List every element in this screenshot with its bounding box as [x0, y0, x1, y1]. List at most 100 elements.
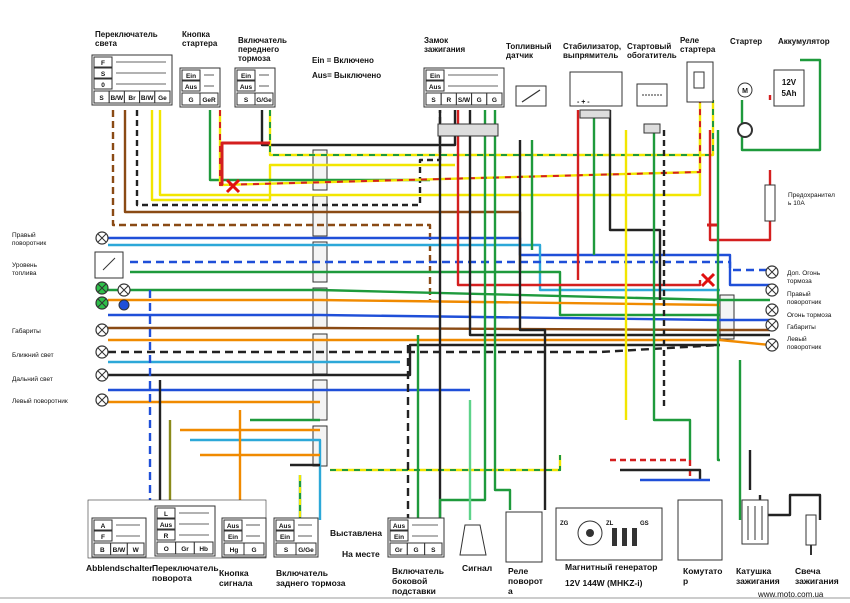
light-switch-row-mark: F: [101, 60, 105, 67]
side-stand-switch-label: Включатель боковой подставки: [392, 566, 445, 596]
yellow-red-run: [218, 100, 702, 187]
horn-button-col-cell: [243, 542, 265, 556]
horn-label: Сигнал: [462, 563, 493, 573]
fault-marker-x: [225, 178, 241, 194]
brown-run: [111, 110, 432, 300]
light-switch-label: Переключатель света: [95, 30, 158, 48]
choke-label: Стартовый обогатитель: [627, 42, 677, 60]
indicator-lamp: [117, 283, 131, 297]
green-ign-2: [493, 110, 512, 510]
yellow-light-run: [150, 110, 455, 202]
ignition-lock-col-mark: S: [431, 97, 436, 104]
starter-terminal-icon: [737, 122, 753, 138]
fuse-label: Предохранител ь 10А: [788, 192, 835, 207]
rear-position-label: Габариты: [787, 324, 816, 331]
ignition-lock-row-cell: [425, 80, 445, 92]
fuel-gauge-needle: [102, 257, 116, 271]
generator-box: [555, 507, 663, 561]
rear-right-turn-lamp: [765, 283, 779, 297]
spark-plug-body: [805, 514, 817, 546]
rear-right-turn-label: Правый поворотник: [787, 291, 822, 306]
low-beam-lamp: [95, 345, 109, 359]
relay-coil-icon: [693, 71, 705, 89]
rear-brake-switch-col-cell: [295, 542, 317, 556]
turn-switch-col-cell: [193, 541, 214, 555]
stator-coil: [632, 528, 637, 546]
left-right-turn-lamp: [95, 231, 109, 245]
battery-capacity: 5Ah: [781, 89, 796, 98]
turn-switch-row-cell: [156, 507, 176, 519]
dimmer-switch-label: Abblendschalter: [86, 563, 153, 573]
ignition-lock-col-mark: S/W: [458, 97, 471, 104]
starter-relay-label: Реле стартера: [680, 36, 716, 54]
starter-button-col-mark: GeR: [202, 97, 216, 104]
ignition-coil-windings: [747, 506, 763, 540]
stand-folded-label: На месте: [342, 549, 380, 559]
light-switch-col-mark: Ge: [158, 95, 167, 102]
dimmer-switch-row-mark: A: [101, 523, 106, 530]
cdi-label: Комутато р: [683, 566, 723, 586]
starter-label: Стартер: [730, 37, 763, 46]
legend-on: Ein = Включено: [312, 56, 374, 65]
black-gen: [620, 468, 702, 480]
harness-connector: [312, 379, 328, 421]
front-brake-switch-col-cell: [254, 92, 274, 106]
generator-mark: GS: [640, 521, 649, 527]
turn-switch-row-cell: [156, 529, 176, 541]
generator-hub: [586, 529, 594, 537]
fuse-box: [764, 184, 776, 222]
turn-switch-label: Переключатель поворота: [152, 563, 219, 583]
rear-harness-connector: [719, 294, 735, 340]
front-brake-switch-col-mark: S: [244, 97, 249, 104]
black-ign-2: [468, 110, 770, 337]
starter-motor-mark: M: [742, 88, 748, 95]
light-switch-row-mark: 0: [101, 82, 105, 89]
black-stabilizer: [608, 110, 662, 300]
harness-connector: [312, 287, 328, 329]
green-ign: [438, 110, 487, 520]
light-switch-row-cell: [93, 78, 113, 90]
rear-brake-switch-row-mark: Ein: [280, 534, 290, 541]
left-position-lamp: [95, 323, 109, 337]
front-brake-switch-row-mark: Aus: [240, 84, 253, 91]
stabilizer-box: [569, 71, 623, 107]
lightblue-run: [108, 243, 720, 292]
front-brake-switch-row-cell: [236, 69, 256, 81]
fuel-gauge-box: [94, 251, 124, 279]
turn-switch-col-mark: Gr: [181, 546, 189, 553]
light-switch-col-mark: B/W: [110, 95, 124, 102]
dimmer-switch-row-cell: [93, 530, 113, 542]
harness-connector: [312, 195, 328, 237]
rear-brake-switch-row-mark: Aus: [279, 523, 292, 530]
stator-coil: [612, 528, 617, 546]
stop-light-label: Огонь тормоза: [787, 312, 832, 319]
brake-light-lamp: [765, 265, 779, 279]
horn-button-row-mark: Ein: [228, 534, 238, 541]
red-gen: [610, 458, 692, 480]
side-stand-switch-row-cell: [389, 519, 409, 531]
stop-light-lamp: [765, 303, 779, 317]
yellow-run-2: [158, 110, 702, 197]
dimmer-switch-row-mark: F: [101, 534, 105, 541]
horn-icon: [459, 524, 487, 556]
rear-left-turn-label: Левый поворотник: [787, 336, 822, 351]
side-stand-switch-row-mark: Aus: [393, 523, 406, 530]
battery-voltage: 12V: [782, 78, 797, 87]
horn-button-row-mark: Aus: [227, 523, 240, 530]
indicator-lamp-blue: [118, 299, 130, 311]
dimmer-switch-col-cell: [126, 542, 145, 556]
ignition-lock-row-mark: Aus: [429, 84, 442, 91]
black-lowbeam: [108, 343, 721, 354]
turn-switch-row-mark: R: [164, 533, 169, 540]
light-switch-col-cell: [154, 90, 171, 104]
front-brake-switch-label: Включатель переднего тормоза: [238, 36, 287, 63]
turn-switch-row-mark: L: [164, 511, 168, 518]
left-right-turn-label: Правый поворотник: [12, 232, 47, 247]
light-switch-row-mark: S: [101, 71, 106, 78]
turn-relay-box: [505, 511, 543, 563]
horn-button-col-mark: Hg: [230, 547, 239, 554]
high-beam-label: Дальний свет: [12, 376, 53, 383]
battery-label: Аккумулятор: [778, 37, 830, 46]
side-stand-switch-col-mark: G: [413, 547, 418, 554]
